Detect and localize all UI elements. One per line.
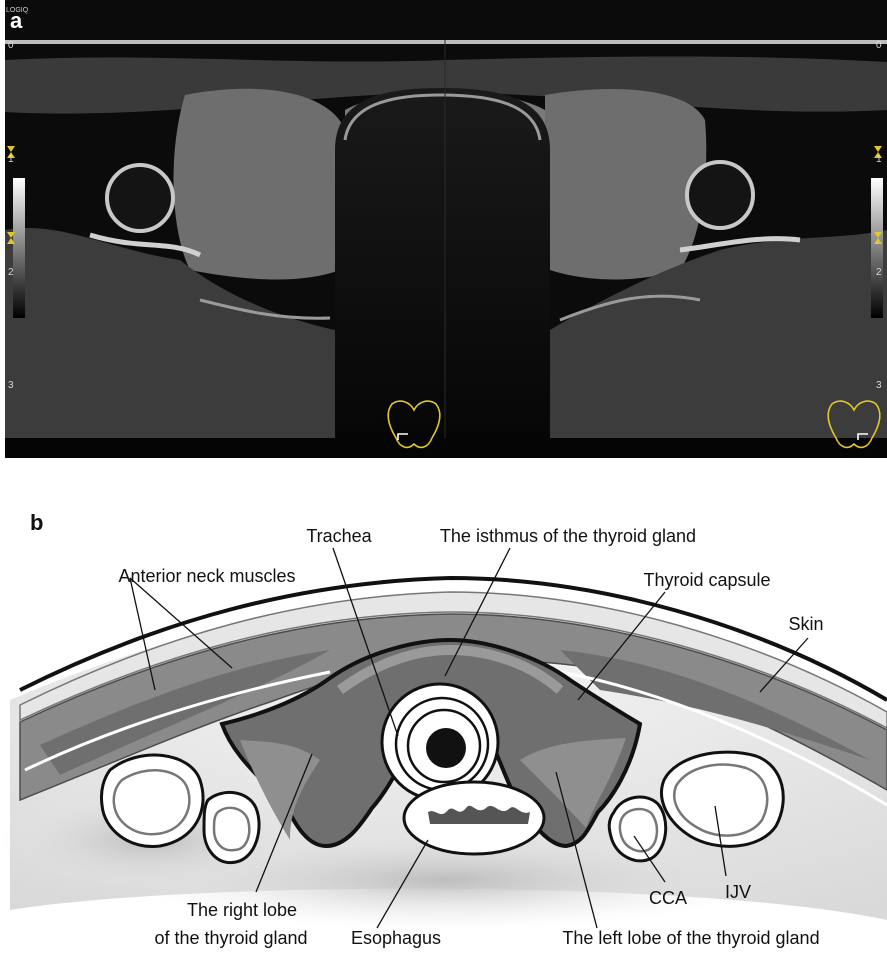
depth-mark-left-3: 3 [8,380,14,391]
label-anterior-neck-muscles: Anterior neck muscles [118,566,295,586]
label-esophagus: Esophagus [351,928,441,948]
label-ijv: IJV [725,882,751,902]
label-trachea: Trachea [306,526,372,546]
trachea-lumen [426,728,466,768]
panel-a-letter: a [10,8,23,33]
ijv-right [101,755,203,846]
top-mark-left: 0 [8,40,14,51]
tracheal-shadow [335,88,550,458]
diagram-panel: b [0,510,887,948]
label-left-lobe: The left lobe of the thyroid gland [562,928,819,948]
us-bottom-strip [5,438,887,458]
depth-mark-left-1: 1 [8,154,14,165]
cca-left [609,797,666,861]
depth-mark-right-3: 3 [876,380,882,391]
cca-right [204,792,259,862]
skin-echo-line [5,40,887,44]
depth-mark-right-1: 1 [876,154,882,165]
label-right-lobe-line1: The right lobe [187,900,297,920]
panel-b-letter: b [30,510,43,535]
depth-mark-left-2: 2 [8,267,14,278]
us-right-lobe [174,89,345,280]
label-isthmus: The isthmus of the thyroid gland [440,526,696,546]
label-thyroid-capsule: Thyroid capsule [643,570,770,590]
ultrasound-panel: 0 0 1 2 3 1 2 3 LOGIQ a [5,0,887,458]
depth-mark-right-2: 2 [876,267,882,278]
us-cca-left [687,162,753,228]
label-skin: Skin [788,614,823,634]
grayscale-bar-right [871,178,883,318]
us-cca-right [107,165,173,231]
label-cca: CCA [649,888,687,908]
top-mark-right: 0 [876,40,882,51]
grayscale-bar-left [13,178,25,318]
label-right-lobe-line2: of the thyroid gland [154,928,307,948]
esophagus [404,782,544,854]
